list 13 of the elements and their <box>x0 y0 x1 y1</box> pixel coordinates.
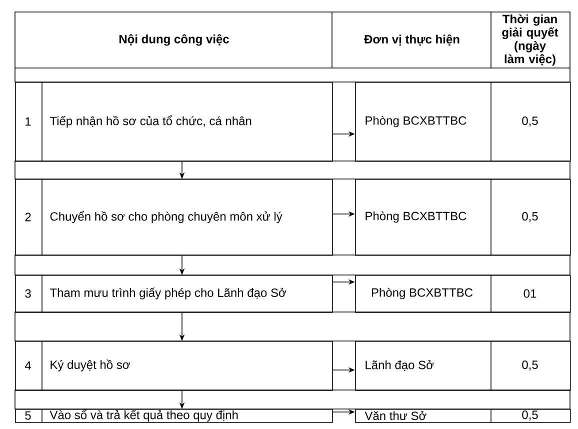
header-cell: Nội dung công việc <box>119 34 229 46</box>
unit-row: Lãnh đạo Sở 0,5 <box>355 340 571 391</box>
task-row: 2 Chuyển hồ sơ cho phòng chuyên môn xử lý <box>15 178 333 256</box>
task-row: 5 Vào sổ và trả kết quả theo quy định <box>15 408 333 423</box>
unit-row: Phòng BCXBTTBC 0,5 <box>355 82 571 162</box>
task-row: 1 Tiếp nhận hồ sơ của tổ chức, cá nhân <box>15 82 333 162</box>
header-cell: Thời gian giải quyết (ngày làm việc) <box>502 14 558 66</box>
unit-row: Văn thư Sở 0,5 <box>355 408 571 423</box>
unit-row: Phòng BCXBTTBC 0,5 <box>355 178 571 256</box>
task-row: 3 Tham mưu trình giấy phép cho Lãnh đạo Sở <box>15 274 333 313</box>
unit-row: Phòng BCXBTTBC 01 <box>355 274 571 313</box>
header-cell: Đơn vị thực hiện <box>364 34 460 46</box>
task-row: 4 Ký duyệt hồ sơ <box>15 340 333 391</box>
